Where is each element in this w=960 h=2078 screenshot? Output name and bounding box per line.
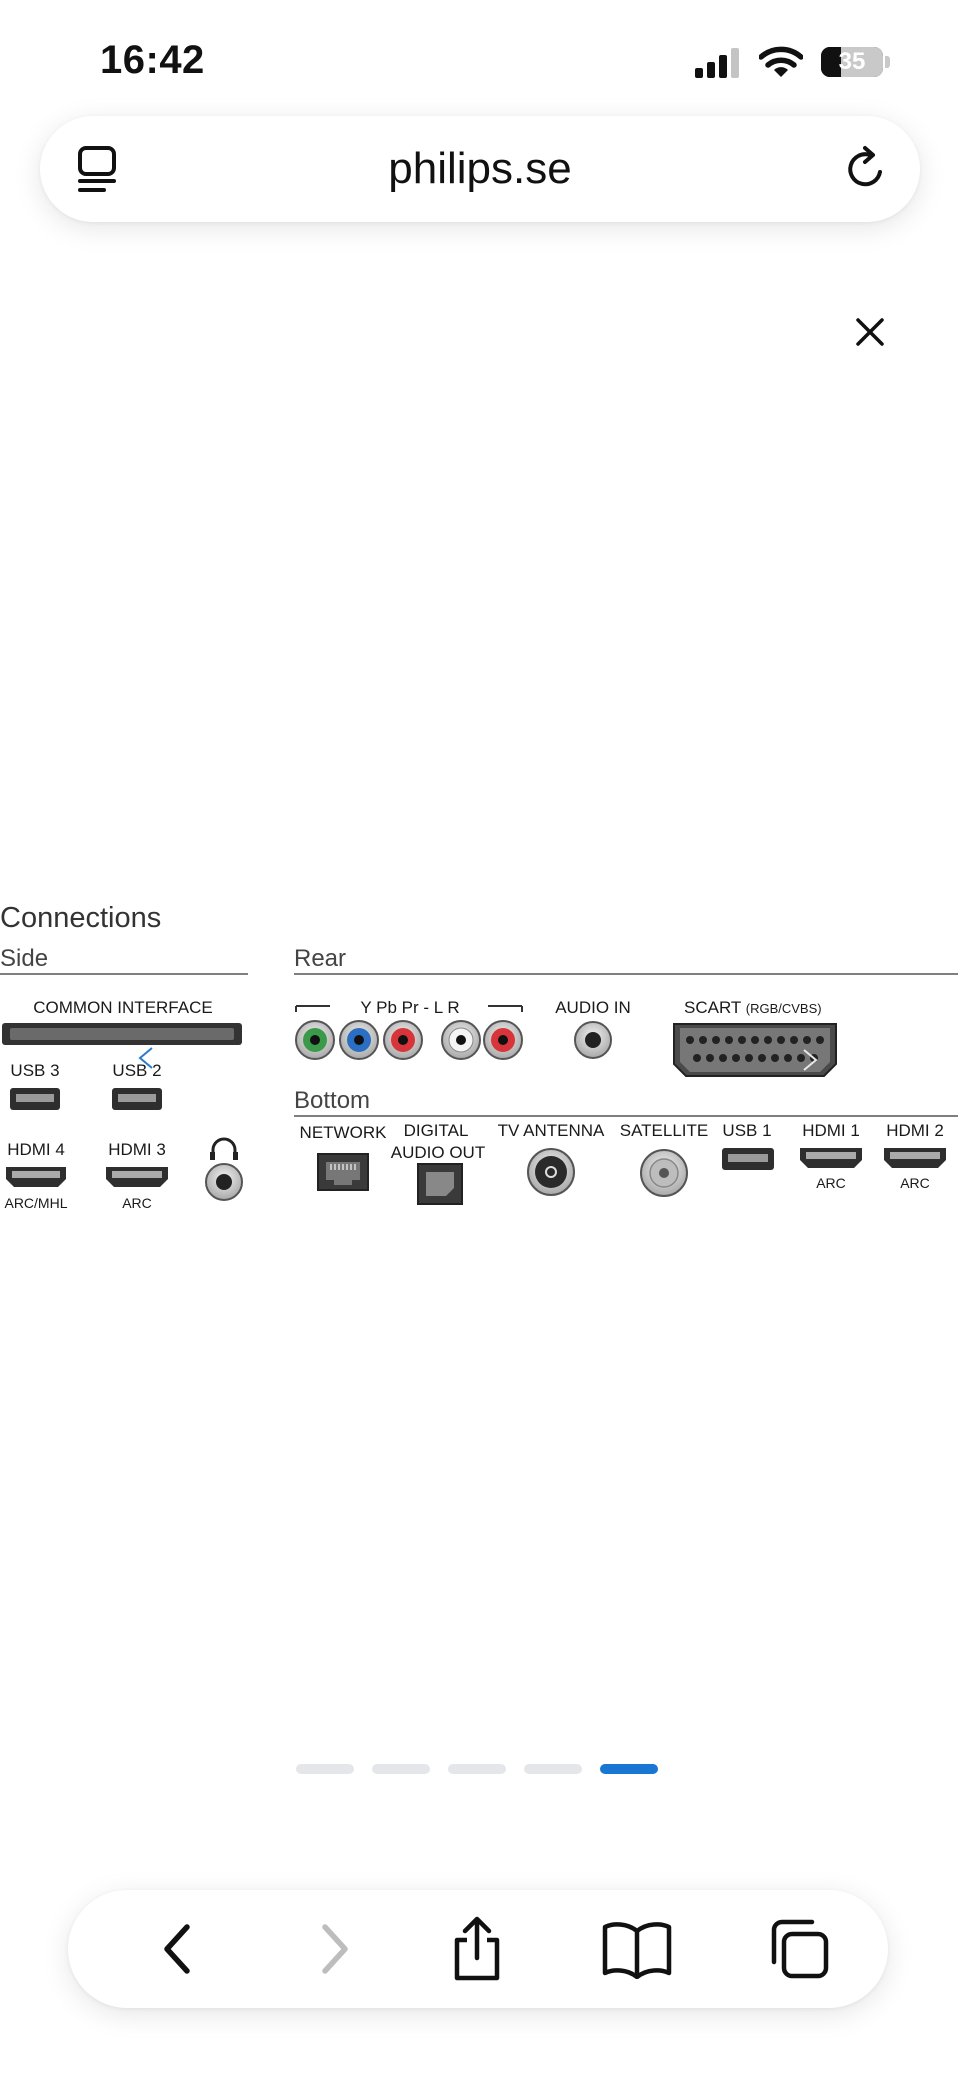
share-icon	[454, 1916, 500, 1981]
pager-dot[interactable]	[372, 1764, 430, 1774]
component-jack-y	[295, 1020, 335, 1060]
status-icons: 35	[693, 44, 890, 80]
tabs-list-icon[interactable]	[74, 144, 122, 194]
component-label: Y Pb Pr - L R	[360, 998, 459, 1017]
tv-antenna-label: TV ANTENNA	[498, 1121, 605, 1140]
network-label: NETWORK	[300, 1123, 388, 1142]
hdmi3-label: HDMI 3	[108, 1140, 166, 1159]
common-interface-slot	[2, 1023, 242, 1045]
common-interface-label: COMMON INTERFACE	[33, 998, 212, 1017]
bottom-label: Bottom	[294, 1087, 370, 1114]
hdmi1-label: HDMI 1	[802, 1121, 860, 1140]
chevron-left-icon	[164, 1924, 190, 1974]
audio-jack-right	[483, 1020, 523, 1060]
satellite-label: SATELLITE	[620, 1121, 709, 1140]
cellular-signal-icon	[695, 48, 739, 78]
pager-dot[interactable]	[524, 1764, 582, 1774]
satellite-port	[640, 1149, 688, 1197]
bookmarks-button[interactable]	[600, 1912, 674, 1986]
forward-button[interactable]	[298, 1912, 372, 1986]
digital-label: DIGITAL	[404, 1121, 469, 1140]
audio-jack-left	[441, 1020, 481, 1060]
usb3-port	[10, 1088, 60, 1110]
hdmi3-port	[106, 1167, 168, 1187]
tabs-icon	[771, 1919, 829, 1979]
book-icon	[602, 1922, 672, 1979]
connections-diagram: Connections Side Rear COMMON INTERFACE U…	[0, 902, 958, 1211]
hdmi1-port	[800, 1148, 862, 1168]
reload-icon[interactable]	[840, 144, 890, 194]
usb1-port	[722, 1148, 774, 1170]
tv-antenna-port	[527, 1148, 575, 1196]
chevron-right-icon	[803, 1049, 818, 1071]
wifi-icon	[759, 46, 803, 77]
scart-label: SCART (RGB/CVBS)	[684, 998, 822, 1017]
chevron-left-icon	[138, 1047, 153, 1069]
hdmi1-sub-label: ARC	[816, 1175, 846, 1191]
audio-in-label: AUDIO IN	[555, 998, 631, 1017]
carousel-pager	[296, 1764, 658, 1774]
hdmi4-port	[6, 1167, 66, 1187]
hdmi2-port	[884, 1148, 946, 1168]
rear-label: Rear	[294, 945, 346, 972]
audio-out-label: AUDIO OUT	[391, 1143, 485, 1162]
pager-dot[interactable]	[296, 1764, 354, 1774]
usb2-port	[112, 1088, 162, 1110]
side-label: Side	[0, 945, 48, 972]
hdmi4-label: HDMI 4	[7, 1140, 65, 1159]
chevron-right-icon	[322, 1924, 348, 1974]
diagram-title: Connections	[0, 902, 161, 934]
scart-sub-label: (RGB/CVBS)	[746, 1001, 822, 1016]
network-port	[317, 1153, 369, 1191]
hdmi3-sub-label: ARC	[122, 1195, 152, 1211]
share-button[interactable]	[440, 1912, 514, 1986]
usb3-label: USB 3	[10, 1061, 59, 1080]
browser-toolbar	[68, 1890, 888, 2008]
headphone-jack	[205, 1163, 243, 1201]
component-jack-pb	[339, 1020, 379, 1060]
hdmi2-label: HDMI 2	[886, 1121, 944, 1140]
hdmi2-sub-label: ARC	[900, 1175, 930, 1191]
digital-audio-out-port	[417, 1163, 463, 1205]
battery-icon: 35	[821, 47, 883, 77]
close-icon[interactable]	[852, 314, 888, 350]
pager-dot[interactable]	[448, 1764, 506, 1774]
address-bar[interactable]: philips.se	[40, 116, 920, 222]
tabs-button[interactable]	[762, 1912, 836, 1986]
usb1-label: USB 1	[722, 1121, 771, 1140]
hdmi4-sub-label: ARC/MHL	[4, 1195, 67, 1211]
pager-dot-active[interactable]	[600, 1764, 658, 1774]
scart-port	[673, 1023, 837, 1077]
usb2-label: USB 2	[112, 1061, 161, 1080]
url-text[interactable]: philips.se	[388, 144, 572, 193]
status-time: 16:42	[100, 38, 205, 82]
audio-in-jack	[574, 1021, 612, 1059]
back-button[interactable]	[140, 1912, 214, 1986]
component-jack-pr	[383, 1020, 423, 1060]
battery-level: 35	[838, 48, 866, 75]
headphones-icon	[211, 1137, 237, 1157]
